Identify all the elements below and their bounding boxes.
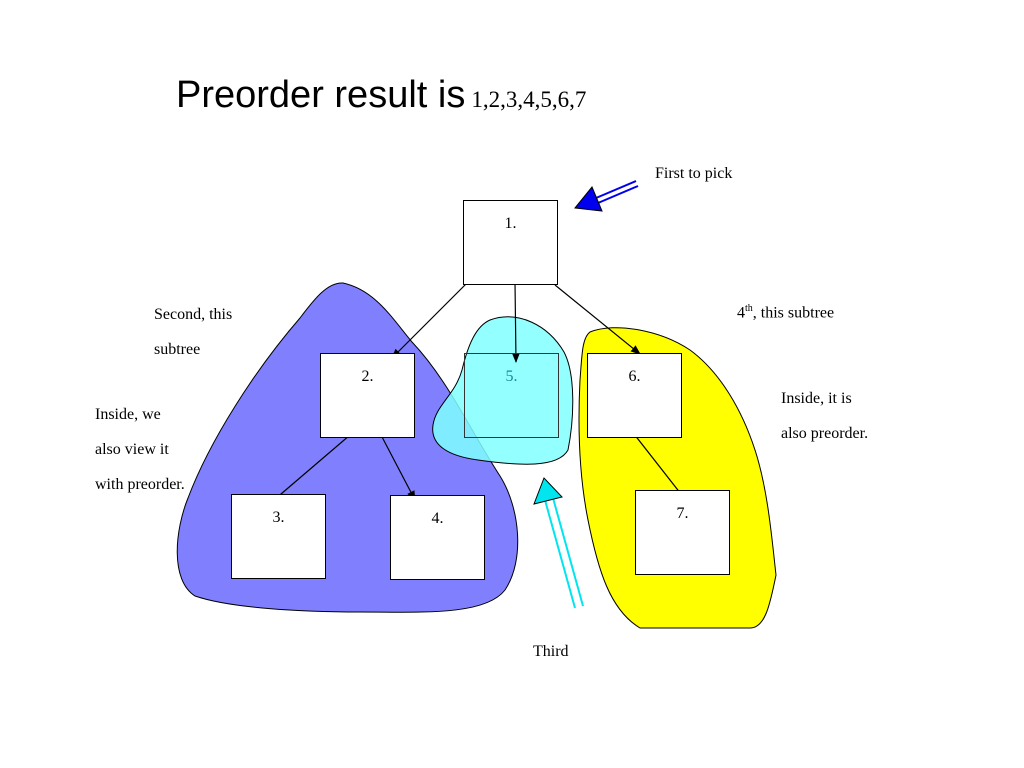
- tree-node-2: 2.: [320, 353, 415, 438]
- second-subtree-label-line1: Second, this: [154, 306, 233, 323]
- inside-right-label-line2: also preorder.: [781, 425, 869, 442]
- tree-node-6: 6.: [587, 353, 682, 438]
- fourth-subtree-label: 4th, this subtree: [737, 291, 834, 330]
- second-subtree-label-line2: subtree: [154, 341, 201, 358]
- tree-node-1: 1.: [463, 200, 558, 285]
- edge-1-5: [511, 281, 520, 363]
- fourth-number: 4: [737, 304, 745, 322]
- inside-left-label-line2: also view it: [95, 441, 169, 458]
- inside-left-label-line1: Inside, we: [95, 406, 161, 423]
- third-arrow: [533, 477, 584, 609]
- inside-left-label-line3: with preorder.: [95, 476, 185, 493]
- fourth-superscript: th: [745, 303, 753, 314]
- tree-node-3: 3.: [231, 494, 326, 579]
- third-label: Third: [533, 643, 569, 660]
- title-text: Preorder result is: [176, 74, 466, 116]
- tree-node-5: 5.: [464, 353, 559, 438]
- first-pick-label: First to pick: [655, 165, 733, 182]
- edge-1-2: [391, 281, 469, 359]
- edge-1-6: [554, 284, 641, 355]
- preorder-sequence: 1,2,3,4,5,6,7: [471, 87, 587, 112]
- tree-node-4: 4.: [390, 495, 485, 580]
- fourth-text: , this subtree: [752, 304, 835, 322]
- inside-right-label-line1: Inside, it is: [781, 390, 852, 407]
- tree-node-7: 7.: [635, 490, 730, 575]
- first-pick-arrow: [574, 180, 639, 212]
- edge-2-4: [380, 434, 416, 501]
